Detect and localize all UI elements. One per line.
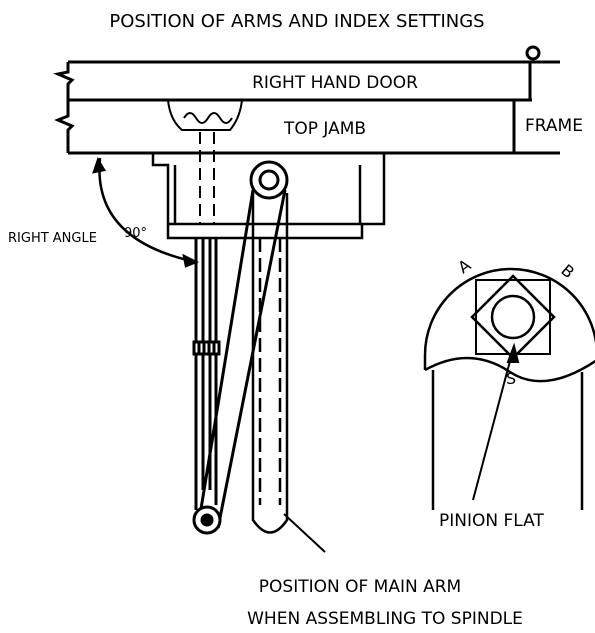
- jamb-label: TOP JAMB: [283, 119, 366, 139]
- diagram-title: POSITION OF ARMS AND INDEX SETTINGS: [109, 11, 484, 32]
- caption-line-2: WHEN ASSEMBLING TO SPINDLE: [247, 609, 523, 629]
- index-b-label: B: [557, 261, 578, 283]
- pinion-flat-leader: [472, 342, 520, 501]
- right-angle-indicator: [92, 157, 200, 268]
- door-label: RIGHT HAND DOOR: [252, 73, 418, 93]
- spindle: [249, 160, 289, 200]
- main-arm-assembly-position: [251, 193, 289, 534]
- pinion-flat-label: PINION FLAT: [439, 511, 544, 531]
- mounting-shoe: [167, 99, 243, 224]
- forearm: [192, 238, 222, 535]
- index-s-label: S: [506, 369, 516, 388]
- right-angle-label: RIGHT ANGLE: [8, 231, 97, 246]
- main-arm: [198, 189, 287, 529]
- frame-label: FRAME: [525, 116, 583, 136]
- caption-line-1: POSITION OF MAIN ARM: [259, 577, 461, 597]
- index-a-label: A: [454, 255, 474, 277]
- door-jamb-assembly: [52, 45, 560, 155]
- angle-degrees-label: 90°: [124, 226, 147, 241]
- main-arm-leader: [283, 513, 326, 553]
- pinion-detail: [423, 267, 595, 510]
